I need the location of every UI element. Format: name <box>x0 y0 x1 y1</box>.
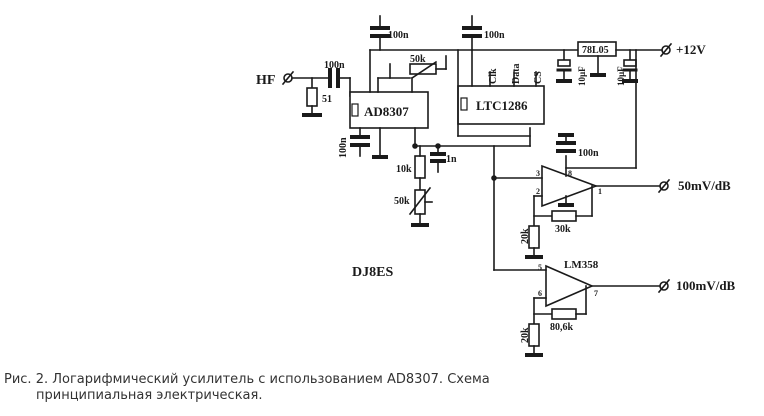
label-ltc1286: LTC1286 <box>476 98 528 113</box>
label-pot-50k: 50k <box>394 196 410 207</box>
output-50mv-terminal <box>657 178 671 194</box>
pin-5: 5 <box>538 263 542 272</box>
resistor-30k <box>551 210 577 222</box>
decoupling-cap-opamp <box>556 141 576 153</box>
pot-50k-bottom <box>408 186 433 216</box>
label-out1: 50mV/dB <box>678 178 731 193</box>
label-r20k-b: 20k <box>520 327 531 343</box>
opamp-1 <box>541 164 599 208</box>
label-r20k-a: 20k <box>520 228 531 244</box>
label-c-opamp: 100n <box>578 148 599 159</box>
output-100mv-terminal <box>657 278 671 294</box>
label-out2: 100mV/dB <box>676 278 736 293</box>
label-cs: CS <box>533 71 544 84</box>
label-c-top1: 100n <box>388 30 409 41</box>
pin-8: 8 <box>568 169 572 178</box>
pin-1: 1 <box>598 187 602 196</box>
label-author: DJ8ES <box>352 265 393 280</box>
label-r30k: 30k <box>555 224 571 235</box>
ad8307-chip <box>349 91 429 129</box>
input-capacitor <box>328 68 340 88</box>
label-hf: HF <box>256 73 275 88</box>
label-pot-top: 50k <box>410 54 426 65</box>
pin-2: 2 <box>536 187 540 196</box>
cap-1n <box>430 152 446 163</box>
label-r10k: 10k <box>396 164 412 175</box>
label-c1n: 1n <box>446 154 457 165</box>
resistor-80k6 <box>551 308 577 320</box>
label-ad8307: AD8307 <box>364 104 409 119</box>
caption-line-2: принципиальная электрическая. <box>36 388 263 403</box>
label-r80k: 80,6k <box>550 322 574 333</box>
label-10uf-b: 10µF <box>616 66 626 86</box>
decoupling-cap-1 <box>370 26 390 38</box>
regulator-78l05 <box>577 41 617 57</box>
label-lm358: LM358 <box>564 259 599 271</box>
pot-50k-top <box>409 60 447 80</box>
cap-10uf-left <box>556 59 572 72</box>
pin-6: 6 <box>538 289 542 298</box>
opamp-2 <box>545 264 595 308</box>
caption-line-1: Рис. 2. Логарифмический усилитель с испо… <box>4 372 490 387</box>
pin-7: 7 <box>594 289 598 298</box>
label-r51: 51 <box>322 94 332 105</box>
decoupling-cap-2 <box>462 26 482 38</box>
resistor-10k <box>414 155 426 179</box>
figure-caption: Рис. 2. Логарифмический усилитель с испо… <box>4 372 744 404</box>
label-data: Data <box>511 63 522 84</box>
label-regulator: 78L05 <box>582 45 609 56</box>
supply-12v-terminal <box>659 42 673 58</box>
label-c-in: 100n <box>324 60 345 71</box>
label-10uf-a: 10µF <box>577 66 587 86</box>
pin-3: 3 <box>536 169 540 178</box>
resistor-51 <box>302 77 322 117</box>
label-clk: Clk <box>488 68 499 84</box>
label-c-bot1: 100n <box>338 137 349 158</box>
label-12v: +12V <box>676 42 706 57</box>
label-c-top2: 100n <box>484 30 505 41</box>
decoupling-cap-bottom <box>350 135 370 147</box>
ltc1286-chip <box>457 85 545 125</box>
